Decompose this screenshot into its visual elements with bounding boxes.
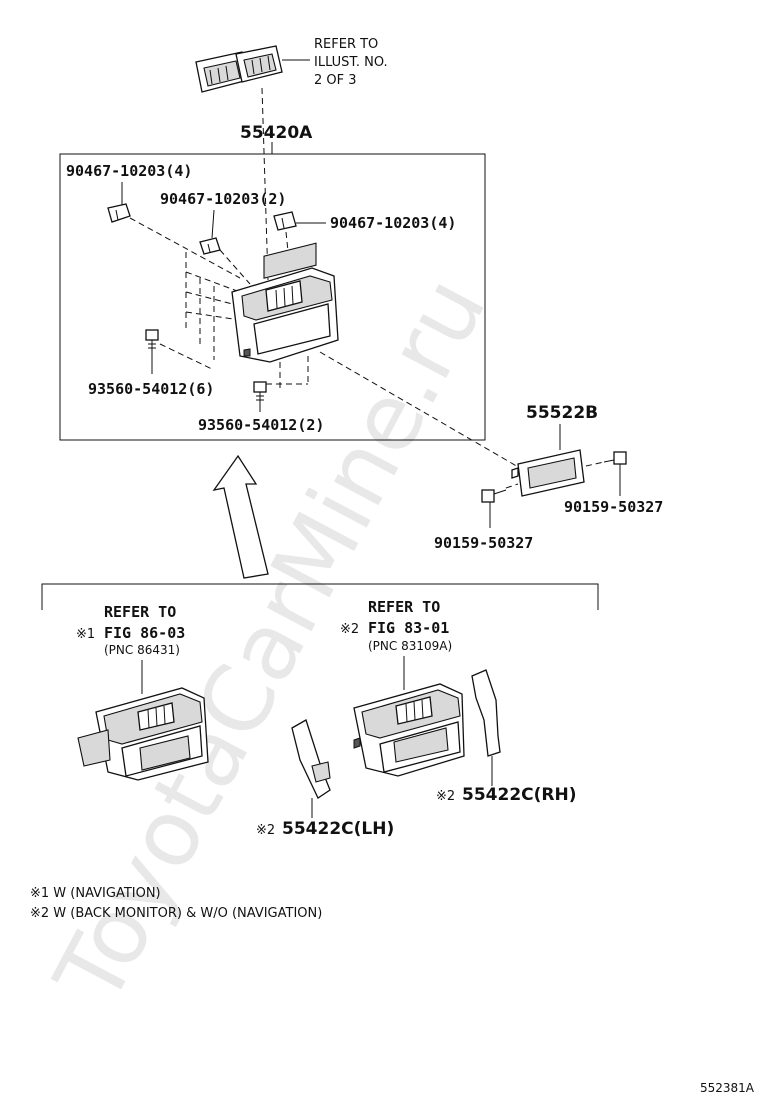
ref2-line1: REFER TO: [368, 598, 440, 616]
ref2-line2: FIG 83-01: [368, 619, 449, 637]
ref2-pnc: (PNC 83109A): [368, 639, 452, 653]
screw-left: [145, 329, 159, 352]
upper-vent-assembly: [195, 45, 283, 93]
ref1-line2: FIG 86-03: [104, 624, 185, 642]
label-bolt-right: 90159-50327: [564, 498, 663, 516]
display-bezel-55522b: [511, 449, 585, 497]
variant-bracket: [41, 583, 599, 610]
label-55522b: 55522B: [526, 403, 598, 423]
center-panel-55420a: [231, 242, 339, 363]
assembly-box: [59, 153, 486, 441]
clip-mid: [199, 237, 221, 255]
side-panel-lh: [291, 719, 331, 799]
lh-mark: ※2: [256, 823, 275, 838]
label-clip-right: 90467-10203(4): [330, 214, 456, 232]
ref1-mark: ※1: [76, 627, 95, 642]
rh-mark: ※2: [436, 789, 455, 804]
refer-line-3: 2 OF 3: [314, 73, 357, 88]
clip-right: [273, 211, 297, 231]
refer-line-2: ILLUST. NO.: [314, 55, 388, 70]
ref1-line1: REFER TO: [104, 603, 176, 621]
bolt-right: [603, 451, 627, 465]
figure-id: 552381A: [700, 1081, 755, 1095]
screw-bottom: [253, 381, 267, 404]
label-55422c-rh: 55422C(RH): [462, 785, 576, 805]
note-2: ※2 W (BACK MONITOR) & W/O (NAVIGATION): [30, 906, 322, 921]
note-1: ※1 W (NAVIGATION): [30, 886, 161, 901]
assembly-arrow-icon: [212, 454, 269, 579]
refer-line-1: REFER TO: [314, 37, 378, 52]
clip-left: [107, 203, 131, 223]
label-screw-bottom: 93560-54012(2): [198, 416, 324, 434]
label-clip-mid: 90467-10203(2): [160, 190, 286, 208]
ref1-pnc: (PNC 86431): [104, 643, 180, 657]
navigation-panel-unit: [77, 687, 209, 781]
bolt-bottom: [481, 489, 507, 503]
ref2-mark: ※2: [340, 622, 359, 637]
label-screw-left: 93560-54012(6): [88, 380, 214, 398]
label-55420a: 55420A: [240, 123, 313, 143]
label-bolt-bottom: 90159-50327: [434, 534, 533, 552]
label-clip-left: 90467-10203(4): [66, 162, 192, 180]
side-panel-rh: [471, 669, 501, 757]
back-monitor-panel-unit: [353, 683, 465, 777]
label-55422c-lh: 55422C(LH): [282, 819, 394, 839]
